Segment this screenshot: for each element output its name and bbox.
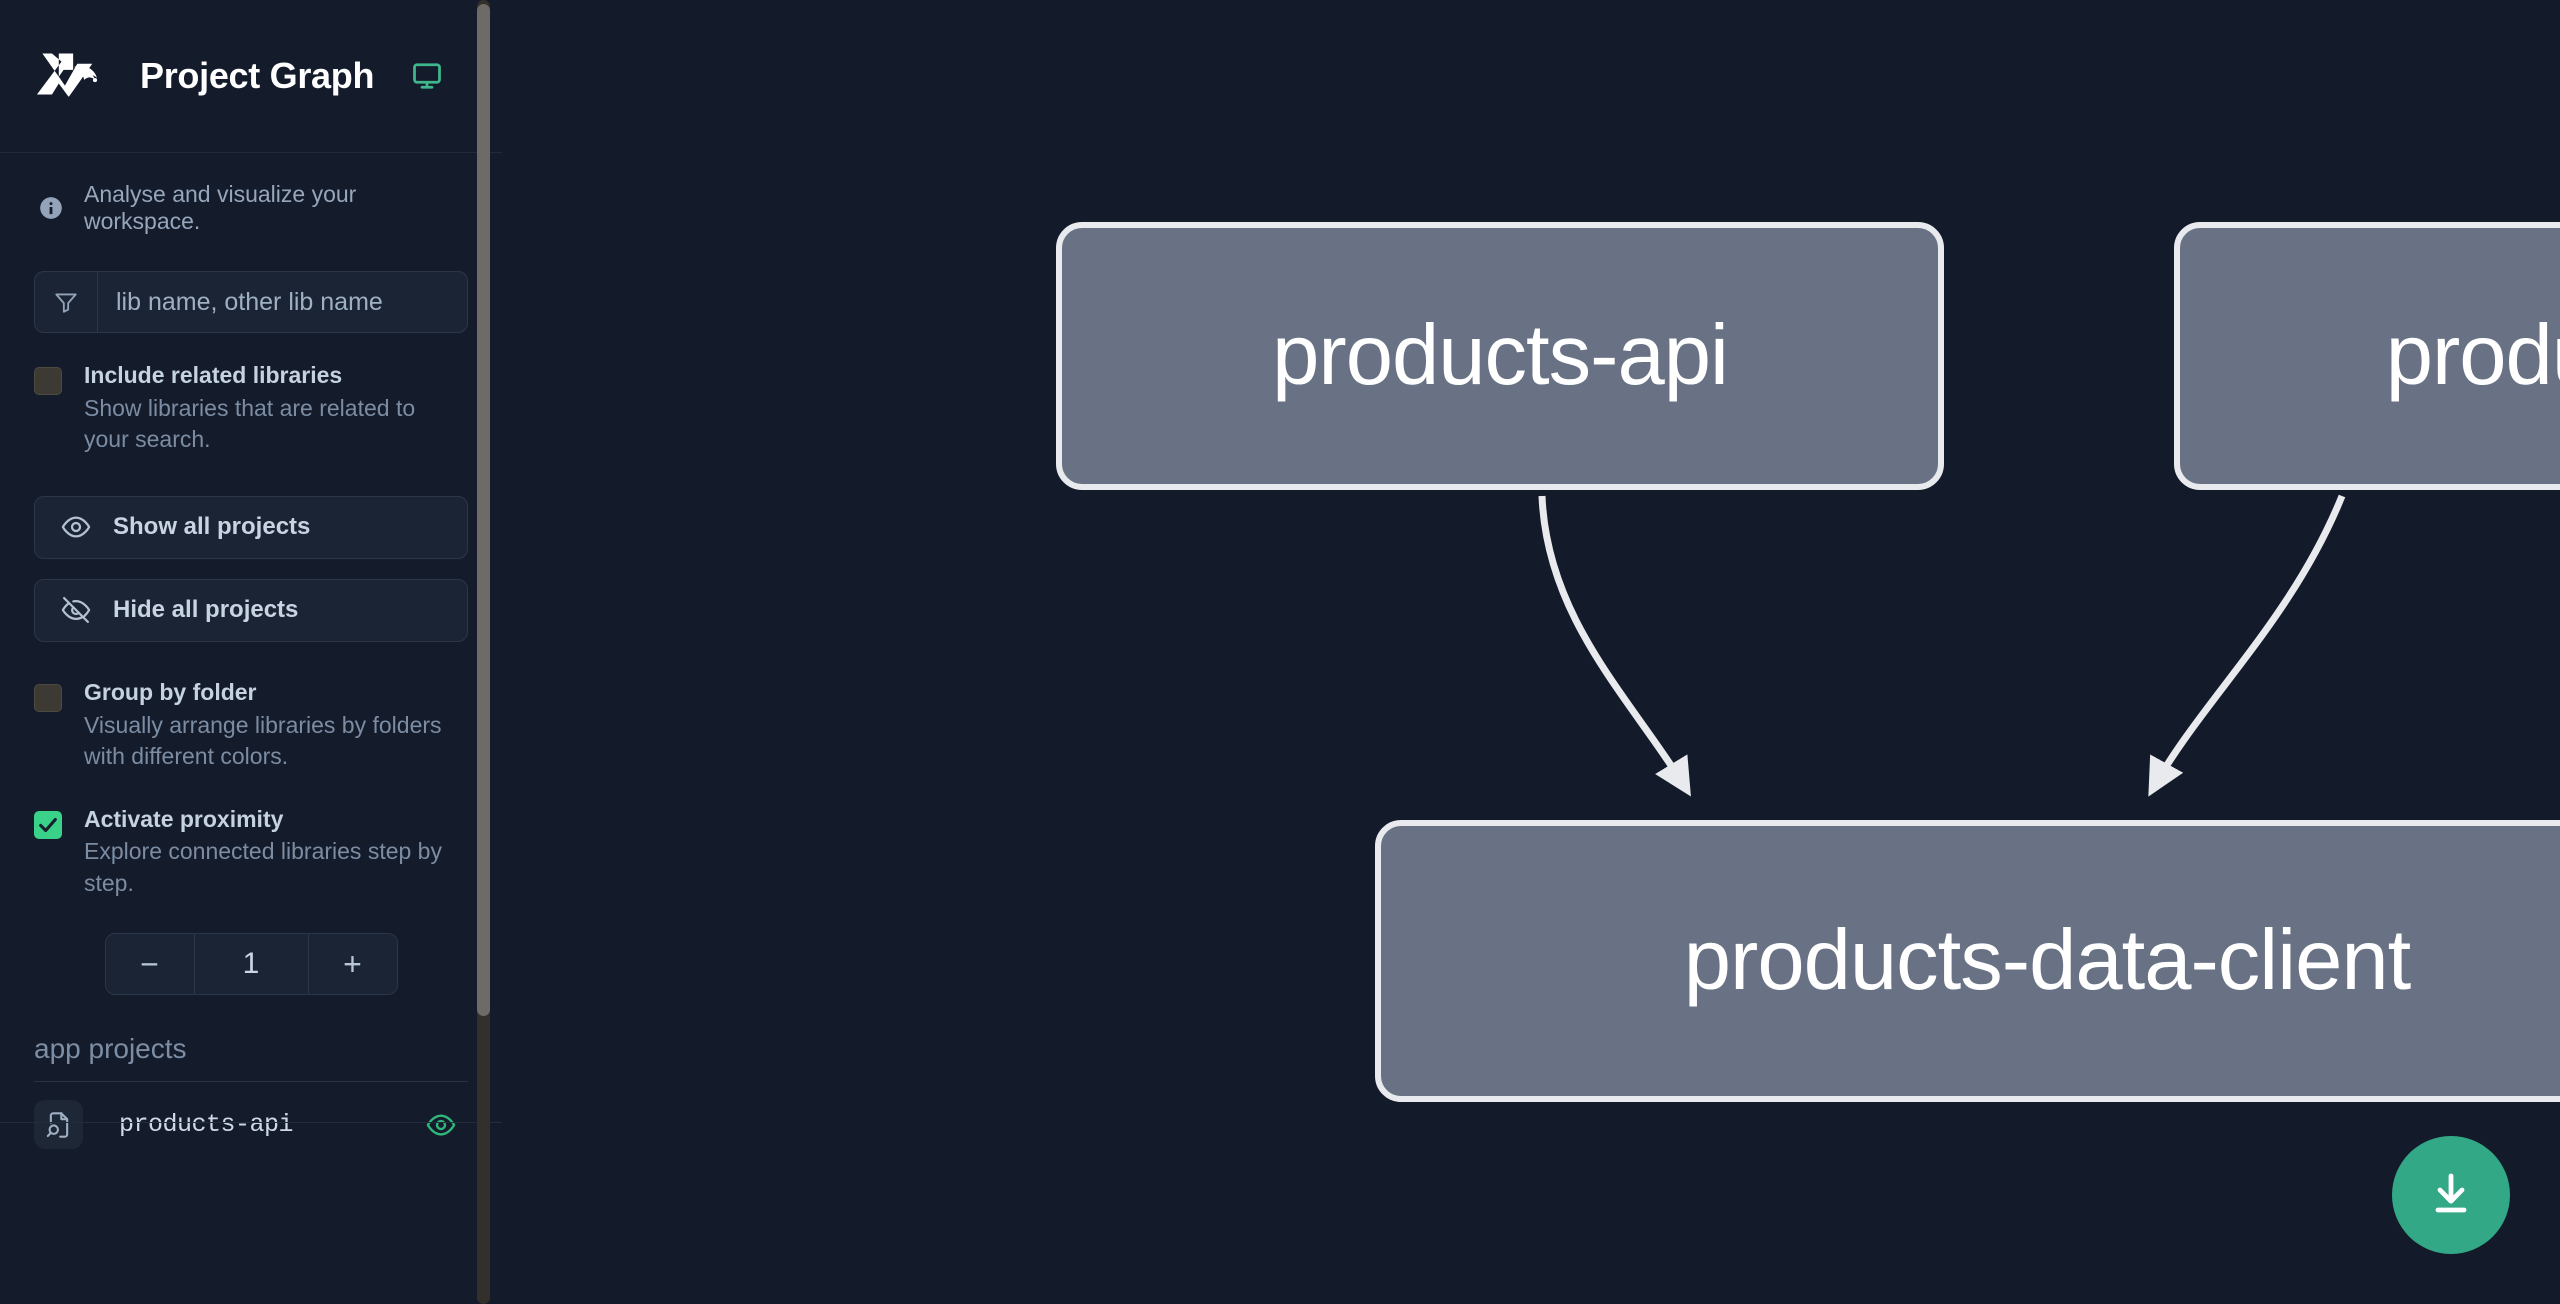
option-label: Include related libraries <box>84 362 343 388</box>
app-projects-section: app projects products-api <box>0 995 502 1150</box>
filter-icon-cell <box>35 272 98 332</box>
proximity-value: 1 <box>193 934 309 995</box>
download-icon <box>2427 1170 2475 1221</box>
show-all-projects-label: Show all projects <box>113 513 311 541</box>
node-label: products-data-client <box>1683 913 2411 1008</box>
option-label: Activate proximity <box>84 805 284 832</box>
option-description: Show libraries that are related to your … <box>84 394 416 453</box>
page-title: Project Graph <box>140 55 375 96</box>
option-include-related-libraries[interactable]: Include related libraries Show libraries… <box>34 362 468 456</box>
graph-node-products-data-client[interactable]: products-data-client <box>1375 820 2560 1102</box>
hide-all-projects-label: Hide all projects <box>113 596 299 624</box>
graph-node-products-api[interactable]: products-api <box>1056 222 1944 490</box>
sidebar-body: Analyse and visualize your workspace. In… <box>0 153 502 996</box>
app-projects-title: app projects <box>34 1033 187 1065</box>
filter-icon <box>53 289 79 315</box>
eye-icon <box>61 512 91 542</box>
projects-section-divider <box>0 1122 502 1123</box>
group-by-folder-checkbox[interactable] <box>34 683 62 712</box>
app-projects-rule <box>34 1081 468 1083</box>
option-activate-proximity[interactable]: Activate proximity Explore connected lib… <box>34 805 468 900</box>
sidebar-header: Project Graph <box>0 0 502 153</box>
sidebar-scrollbar[interactable] <box>477 0 490 1304</box>
project-file-icon <box>34 1100 83 1150</box>
sidebar: Project Graph Analyse and visualize your… <box>0 0 502 1304</box>
search-input[interactable] <box>98 272 467 332</box>
eye-slash-icon <box>61 595 91 625</box>
visibility-buttons: Show all projects Hide all projects <box>34 495 468 642</box>
edge-products-cli-to-data-client <box>2148 494 2346 797</box>
download-button[interactable] <box>2392 1136 2510 1254</box>
proximity-decrement-button[interactable]: − <box>140 945 159 982</box>
activate-proximity-checkbox[interactable] <box>34 810 62 839</box>
option-description: Explore connected libraries step by step… <box>84 838 442 896</box>
info-icon <box>38 195 64 221</box>
node-label: products-cli <box>2385 308 2560 403</box>
search-box[interactable] <box>34 271 468 333</box>
list-item[interactable]: products-api <box>34 1082 468 1150</box>
proximity-stepper[interactable]: − 1 + <box>104 933 398 996</box>
project-name: products-api <box>119 1110 294 1140</box>
option-group-by-folder[interactable]: Group by folder Visually arrange librari… <box>34 678 468 773</box>
graph-node-products-cli[interactable]: products-cli <box>2174 222 2560 490</box>
eye-icon[interactable] <box>426 1110 456 1140</box>
sidebar-scrollbar-thumb[interactable] <box>477 4 490 1016</box>
graph-canvas[interactable]: products-api products-cli products-data-… <box>502 0 2560 1304</box>
proximity-increment-button[interactable]: + <box>343 945 362 982</box>
node-label: products-api <box>1272 308 1729 403</box>
include-related-libraries-checkbox[interactable] <box>34 367 62 395</box>
workspace-tagline: Analyse and visualize your workspace. <box>34 153 468 253</box>
include-related-libraries-texts: Include related libraries Show libraries… <box>84 362 464 456</box>
show-all-projects-button[interactable]: Show all projects <box>34 495 468 559</box>
nx-logo <box>26 48 108 104</box>
option-description: Visually arrange libraries by folders wi… <box>84 711 442 770</box>
tagline-text: Analyse and visualize your workspace. <box>84 181 357 234</box>
hide-all-projects-button[interactable]: Hide all projects <box>34 578 468 642</box>
activate-proximity-texts: Activate proximity Explore connected lib… <box>84 805 464 900</box>
edge-products-api-to-data-client <box>1538 495 1691 797</box>
group-by-folder-texts: Group by folder Visually arrange librari… <box>84 678 464 773</box>
graph-edges <box>1538 494 2346 797</box>
monitor-icon[interactable] <box>412 61 442 91</box>
option-label: Group by folder <box>84 678 257 705</box>
